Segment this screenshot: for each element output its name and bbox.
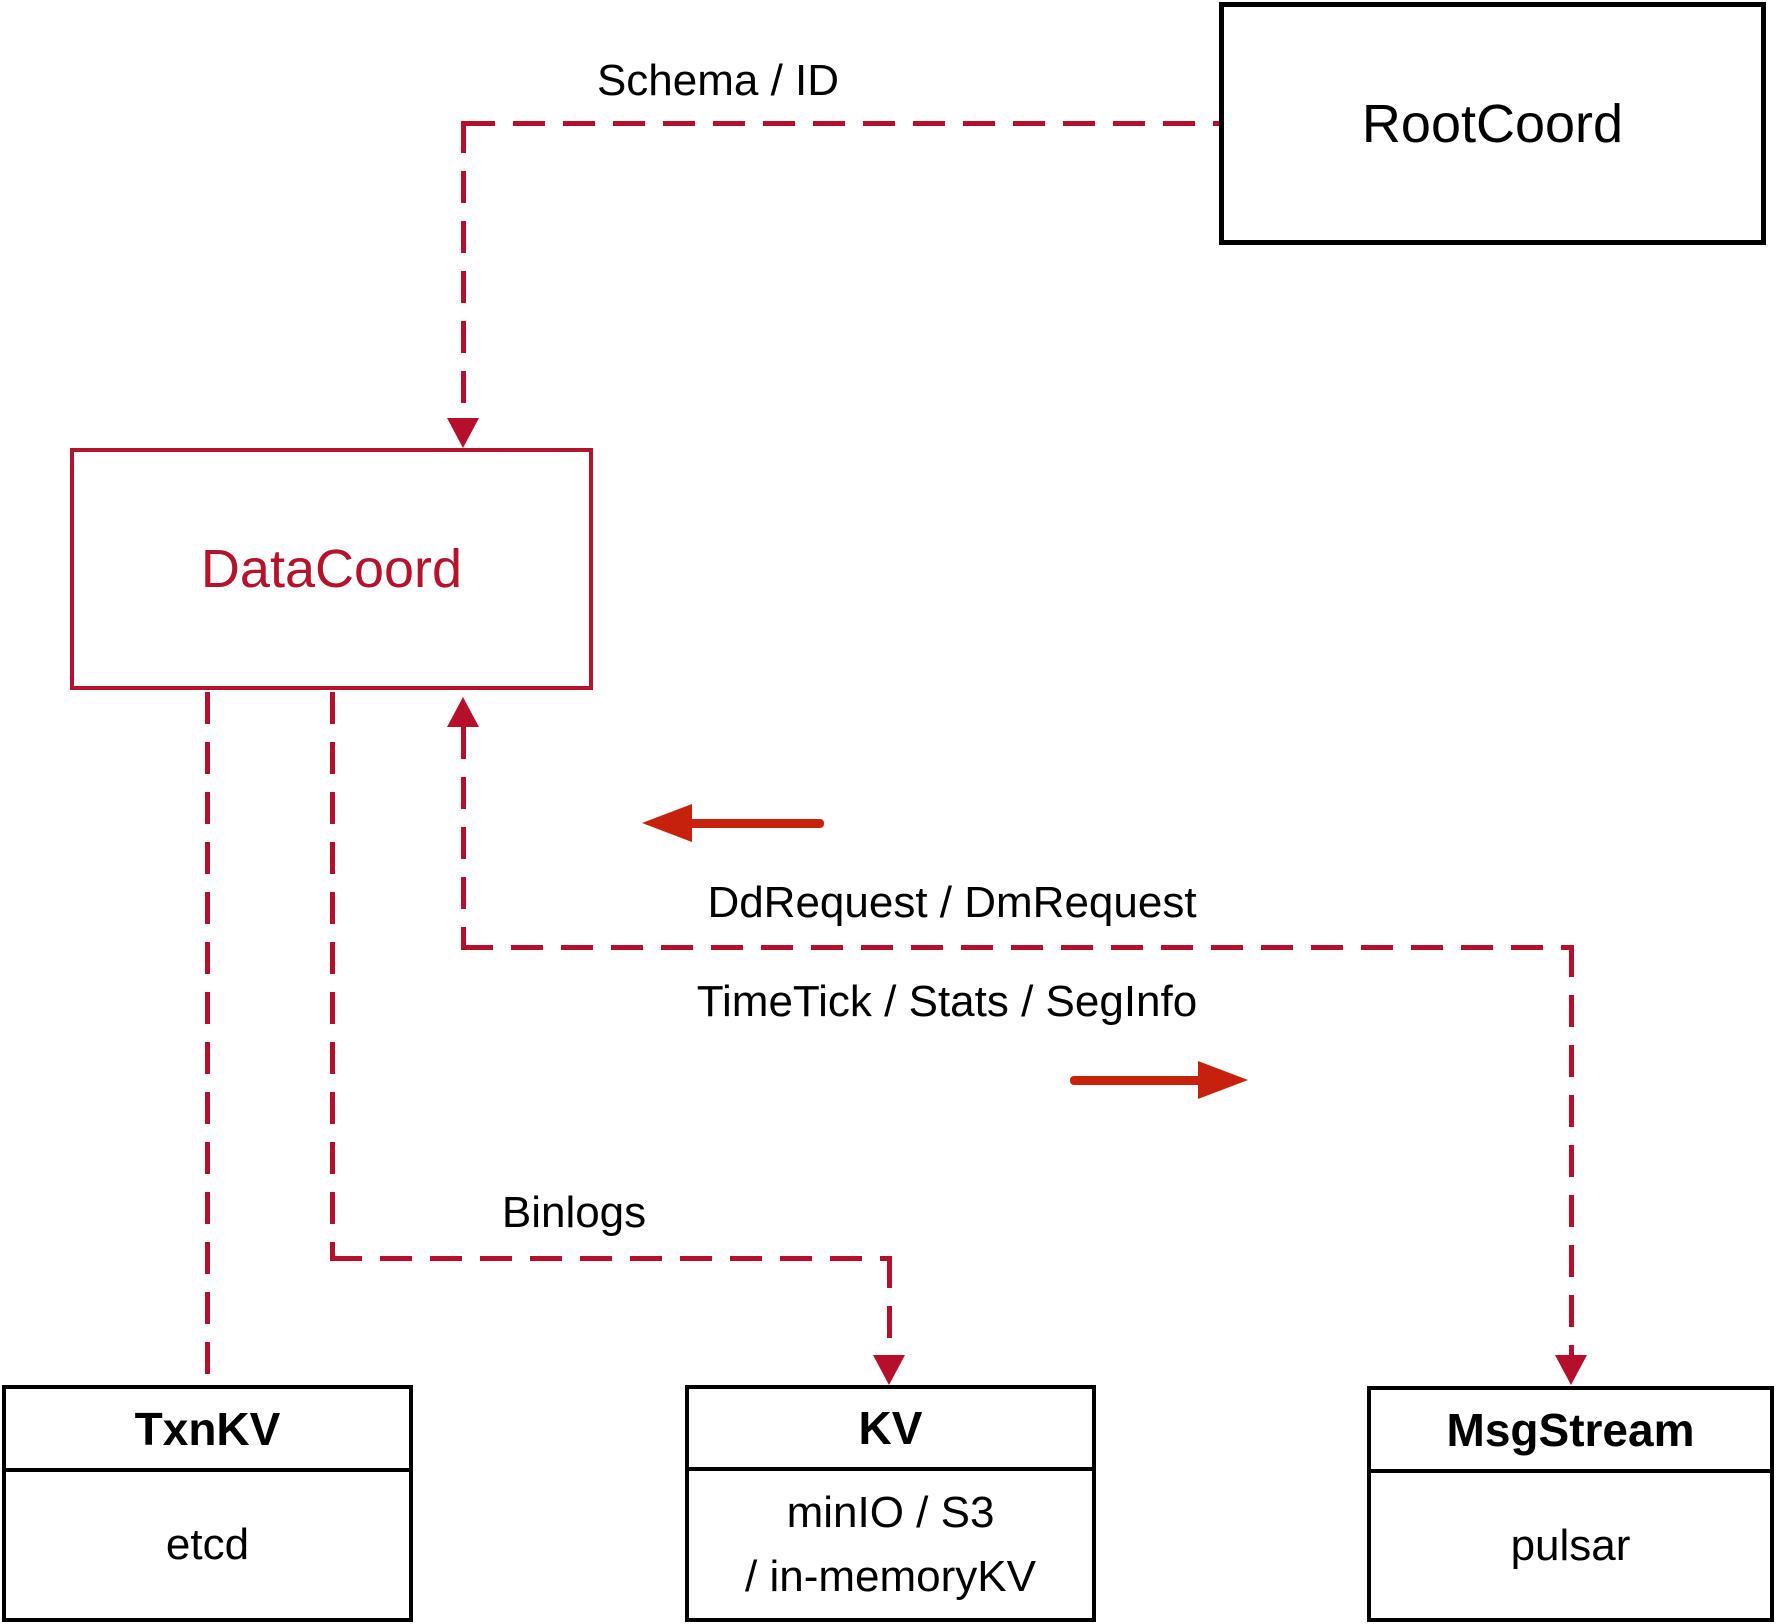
arrowhead-into-kv	[873, 1355, 905, 1385]
arrowhead-into-msgstream	[1555, 1355, 1587, 1385]
msgstream-title: MsgStream	[1371, 1390, 1770, 1473]
msgstream-body: pulsar	[1371, 1473, 1770, 1618]
edge-binlogs-vertical-left	[330, 692, 335, 1259]
left-arrow-icon	[642, 804, 692, 842]
arrowhead-into-datacoord-top	[447, 418, 479, 448]
node-msgstream: MsgStream pulsar	[1367, 1386, 1774, 1622]
edge-request-horizontal	[461, 945, 1572, 950]
right-arrow-shaft	[1070, 1076, 1205, 1085]
edge-schema-id-horizontal	[463, 121, 1219, 126]
edge-label-ddrequest-dmrequest: DdRequest / DmRequest	[707, 878, 1197, 927]
arrowhead-into-datacoord-bottom	[447, 697, 479, 727]
edge-label-schema-id: Schema / ID	[596, 56, 840, 105]
txnkv-body: etcd	[6, 1472, 409, 1618]
node-txnkv: TxnKV etcd	[2, 1385, 413, 1622]
kv-body-line2: / in-memoryKV	[745, 1551, 1036, 1601]
txnkv-title: TxnKV	[6, 1389, 409, 1472]
kv-body-line1: minIO / S3	[786, 1487, 995, 1537]
right-arrow-icon	[1198, 1061, 1248, 1099]
msgstream-body-text: pulsar	[1510, 1520, 1631, 1570]
left-arrow-shaft	[685, 819, 824, 828]
kv-title: KV	[689, 1389, 1092, 1471]
node-rootcoord: RootCoord	[1219, 2, 1766, 245]
kv-body: minIO / S3 / in-memoryKV	[689, 1471, 1092, 1618]
edge-request-vertical-right	[1569, 945, 1574, 1355]
edge-binlogs-vertical-right	[887, 1256, 892, 1355]
datacoord-label: DataCoord	[200, 539, 463, 599]
txnkv-body-text: etcd	[165, 1520, 250, 1570]
edge-request-vertical-left	[461, 727, 466, 948]
rootcoord-label: RootCoord	[1361, 93, 1624, 154]
edge-label-timetick-stats-seginfo: TimeTick / Stats / SegInfo	[696, 977, 1198, 1026]
edge-label-binlogs: Binlogs	[501, 1188, 647, 1237]
node-kv: KV minIO / S3 / in-memoryKV	[685, 1385, 1096, 1622]
node-datacoord: DataCoord	[70, 448, 593, 690]
edge-binlogs-horizontal	[330, 1256, 890, 1261]
edge-datacoord-txnkv	[205, 692, 210, 1385]
edge-schema-id-vertical	[461, 121, 466, 418]
